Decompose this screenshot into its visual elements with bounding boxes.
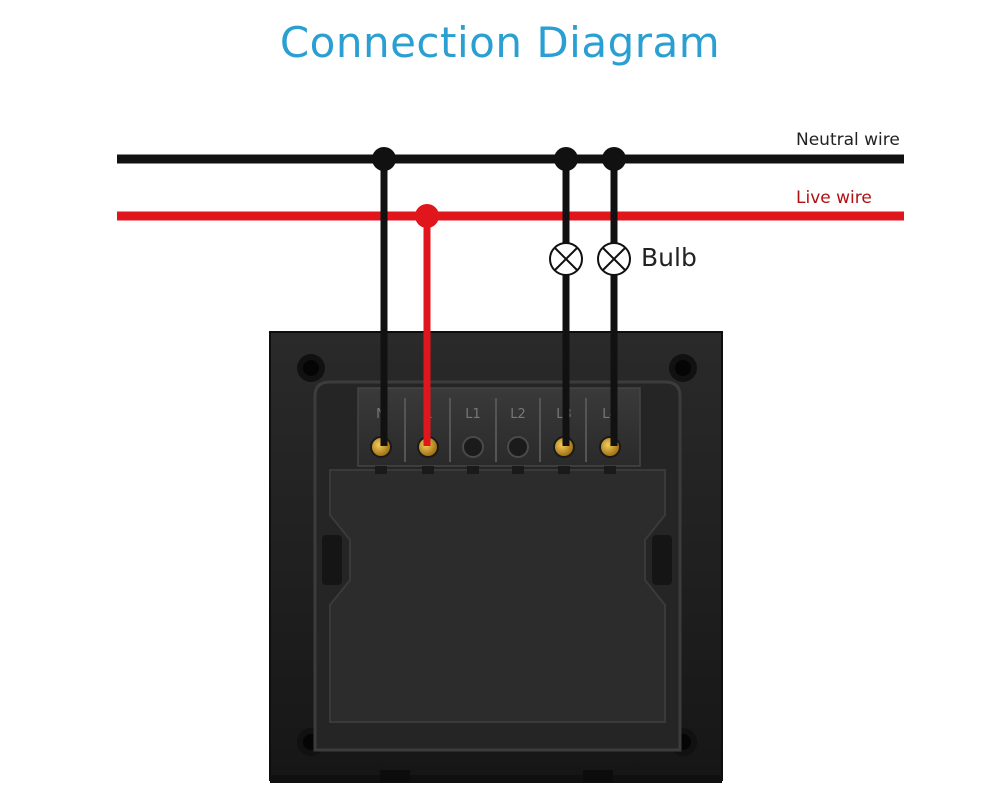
terminal-screw-l1 — [462, 436, 484, 458]
terminal-marking: L1 — [465, 407, 481, 422]
plate-clip-right — [583, 770, 613, 782]
live-wire-label: Live wire — [796, 188, 872, 208]
mounting-screw — [297, 354, 325, 382]
module-housing — [329, 469, 666, 723]
mounting-screw — [669, 354, 697, 382]
terminal-tabs — [375, 466, 616, 474]
terminal-block — [357, 387, 641, 467]
live-junction — [415, 204, 439, 228]
plate-bottom-strip — [270, 775, 722, 783]
side-clip-right — [652, 535, 672, 585]
page-title: Connection Diagram — [279, 18, 721, 67]
bulb-icon — [549, 242, 583, 276]
plate-clip-left — [380, 770, 410, 782]
side-clip-left — [322, 535, 342, 585]
neutral-junction — [372, 147, 396, 171]
terminal-marking: L2 — [510, 407, 526, 422]
terminal-dividers — [404, 398, 587, 462]
terminal-screw-l2 — [507, 436, 529, 458]
neutral-junction — [554, 147, 578, 171]
bulb-label: Bulb — [641, 243, 697, 272]
neutral-junction — [602, 147, 626, 171]
neutral-wire-label: Neutral wire — [796, 130, 900, 150]
bulb-icon — [597, 242, 631, 276]
